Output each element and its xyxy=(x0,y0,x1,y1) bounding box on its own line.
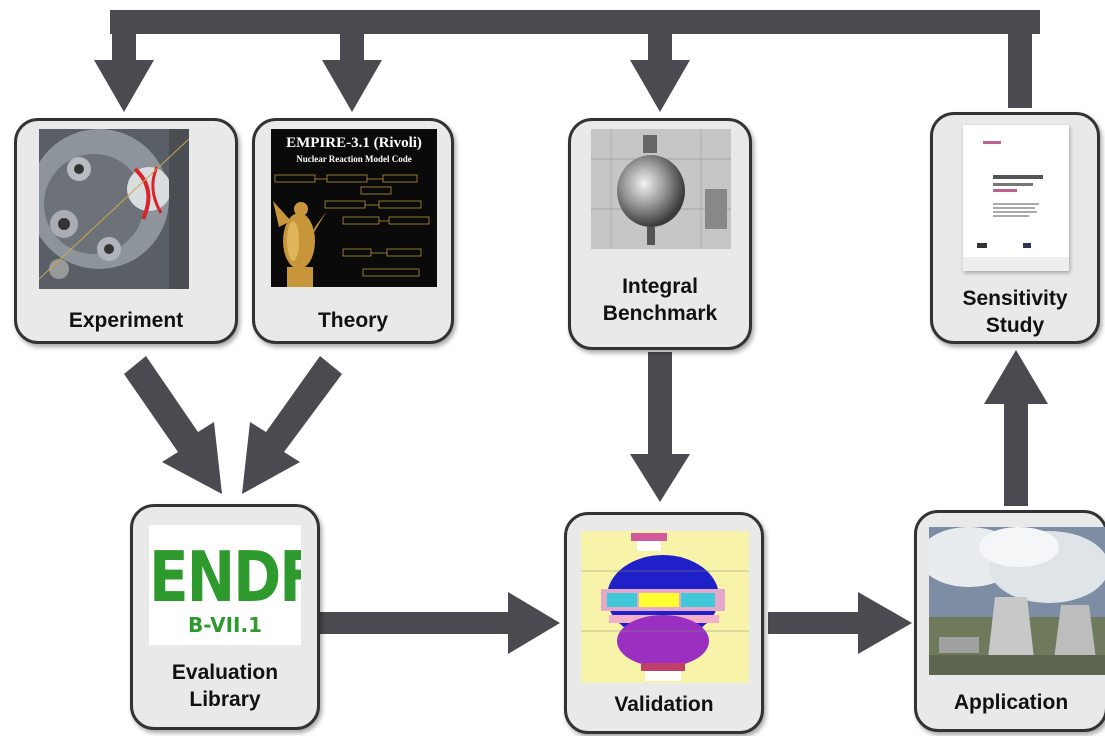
theory-image-title: EMPIRE-3.1 (Rivoli) xyxy=(286,135,422,151)
arrow-to-integral-benchmark xyxy=(630,60,690,112)
arrow-validation-to-application xyxy=(858,592,912,654)
integral-benchmark-label: Integral Benchmark xyxy=(602,275,718,325)
integral-benchmark-node: Integral Benchmark xyxy=(568,118,752,350)
evaluation-library-node: ENDF B-VII.1 Evaluation Library xyxy=(130,504,320,730)
endf-logo-sub: B-VII.1 xyxy=(188,613,262,637)
evaluation-library-label: Evaluation Library xyxy=(171,661,279,711)
arrow-to-experiment xyxy=(94,60,154,112)
feedback-bar-right xyxy=(1008,10,1032,108)
theory-label: Theory xyxy=(317,309,388,332)
experiment-label: Experiment xyxy=(68,309,184,332)
endf-logo-main: ENDF xyxy=(149,536,301,618)
theory-empire-image: EMPIRE-3.1 (Rivoli) Nuclear Reaction Mod… xyxy=(271,129,437,287)
application-label: Application xyxy=(953,691,1069,714)
sensitivity-study-node: Sensitivity Study xyxy=(930,112,1100,344)
arrow-library-to-validation xyxy=(508,592,560,654)
sensitivity-study-label: Sensitivity Study xyxy=(962,287,1068,337)
validation-model-image xyxy=(581,531,749,683)
benchmark-sphere-image xyxy=(591,129,731,249)
arrow-theory-to-library xyxy=(242,356,342,494)
validation-label: Validation xyxy=(614,693,714,716)
arrow-experiment-to-library xyxy=(124,356,222,494)
validation-node: Validation xyxy=(564,512,764,734)
experiment-node: Experiment xyxy=(14,118,238,344)
experiment-detector-image xyxy=(39,129,189,289)
arrow-application-to-sensitivity xyxy=(984,350,1048,404)
arrow-to-theory xyxy=(322,60,382,112)
theory-image-subtitle: Nuclear Reaction Model Code xyxy=(296,154,412,164)
endf-logo: ENDF B-VII.1 xyxy=(149,525,301,645)
feedback-bar-top xyxy=(110,10,1040,34)
application-node: Application xyxy=(914,510,1105,732)
arrow-benchmark-to-validation xyxy=(630,454,690,502)
theory-node: EMPIRE-3.1 (Rivoli) Nuclear Reaction Mod… xyxy=(252,118,454,344)
sensitivity-report-image xyxy=(963,125,1069,271)
application-plant-image xyxy=(929,527,1105,675)
